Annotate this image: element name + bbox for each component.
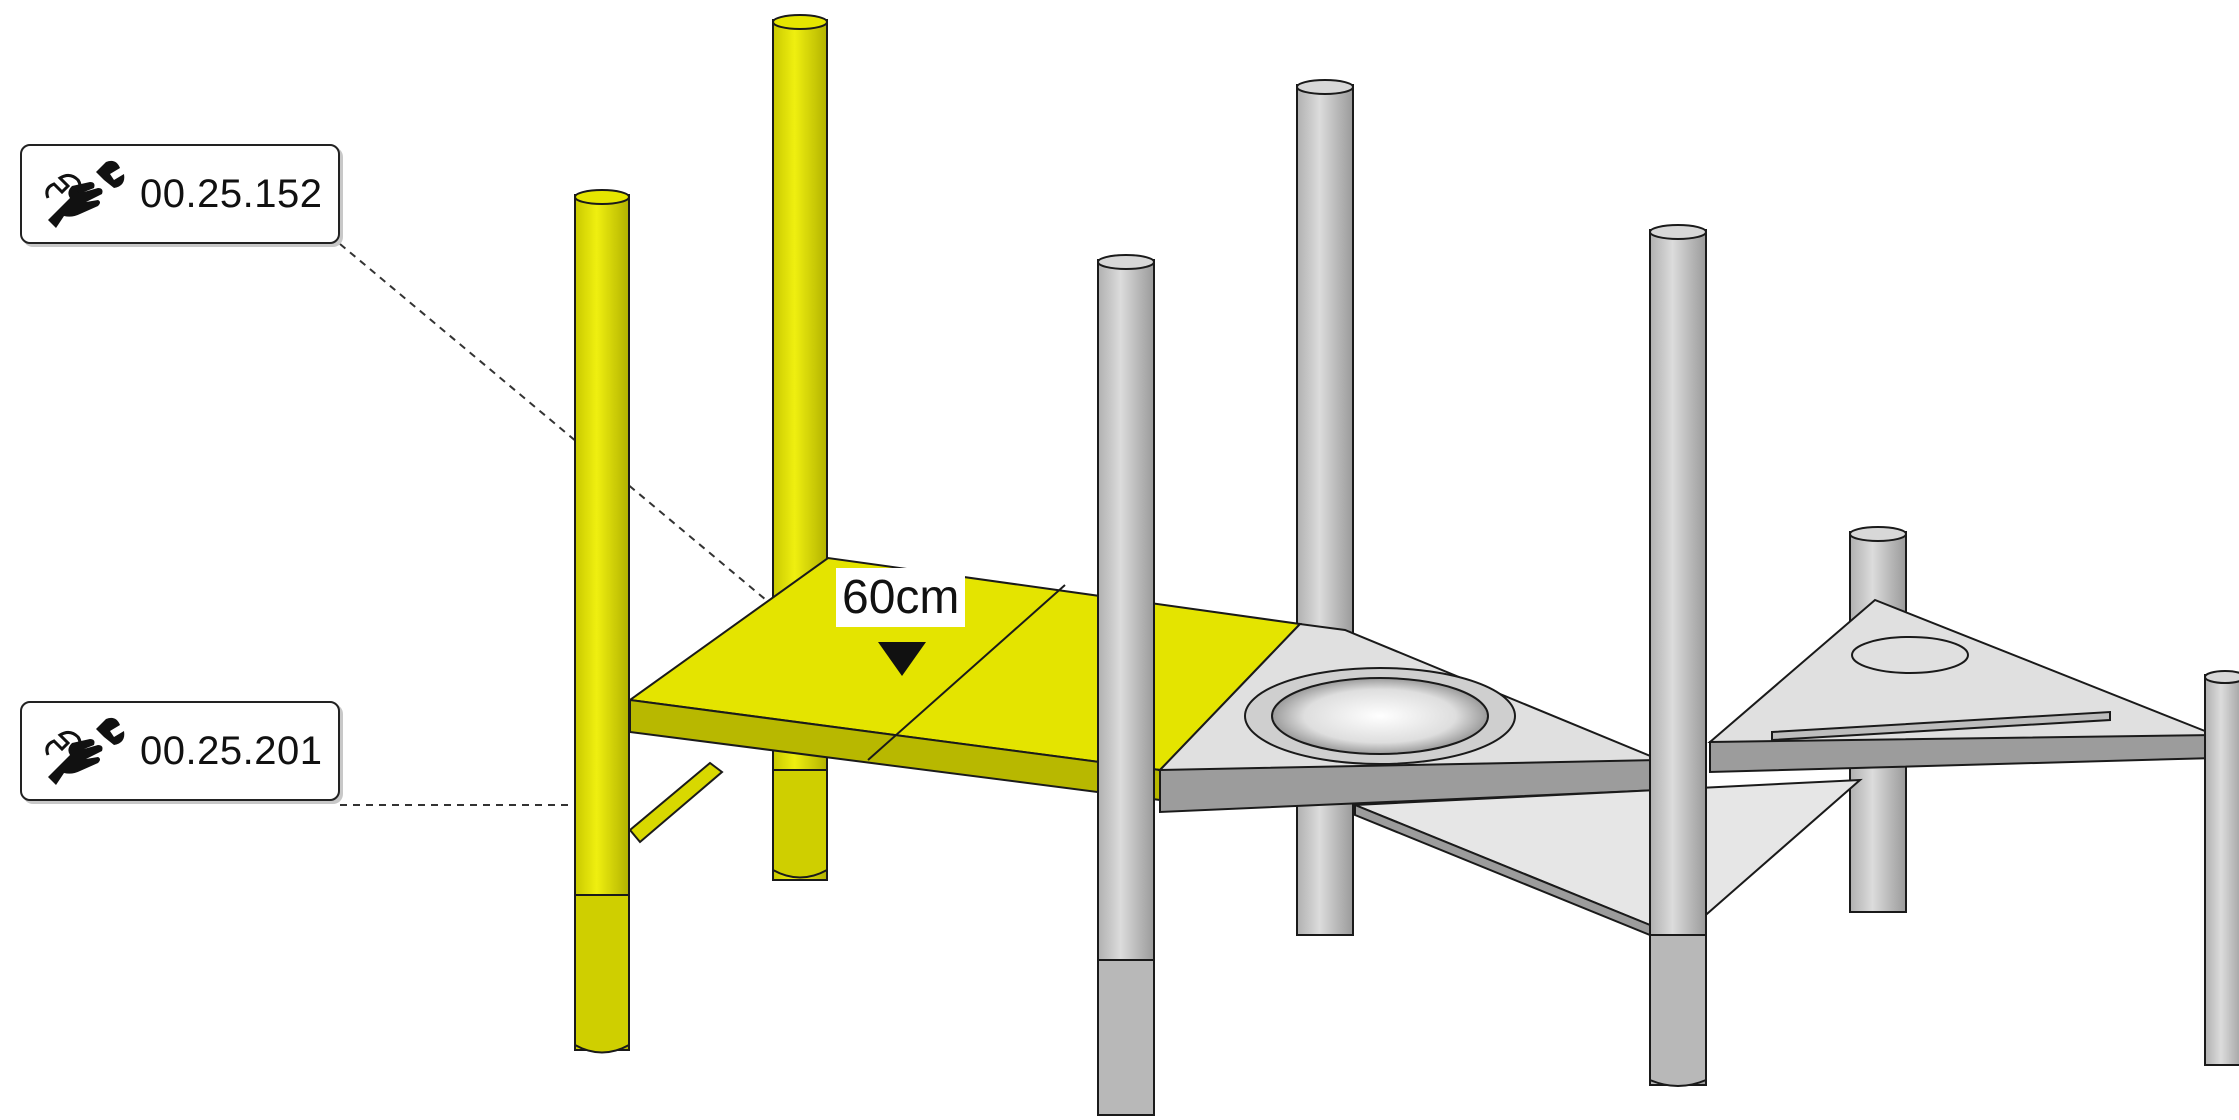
leader-line-1 [339,243,791,621]
part-callout-00-25-201: 00.25.201 [20,701,340,801]
yellow-rail [628,761,724,844]
grey-platform-lower [1354,778,1863,937]
grey-post-front-left [1097,254,1155,1116]
grey-post-right-edge [2204,670,2239,1066]
hand-wrench-icon [45,717,125,785]
dimension-label: 60cm [836,568,966,627]
part-number-label: 00.25.152 [140,171,323,216]
yellow-post-front [574,189,630,1054]
grey-platform-bowl [1157,622,1661,814]
hand-wrench-icon [45,160,125,228]
grey-post-front-center [1649,224,1707,1087]
dimension-marker-icon [878,642,926,676]
grey-post-back-center [1296,79,1354,936]
grey-platform-right [1707,598,2216,774]
part-callout-00-25-152: 00.25.152 [20,144,340,244]
part-number-label: 00.25.201 [140,728,323,773]
